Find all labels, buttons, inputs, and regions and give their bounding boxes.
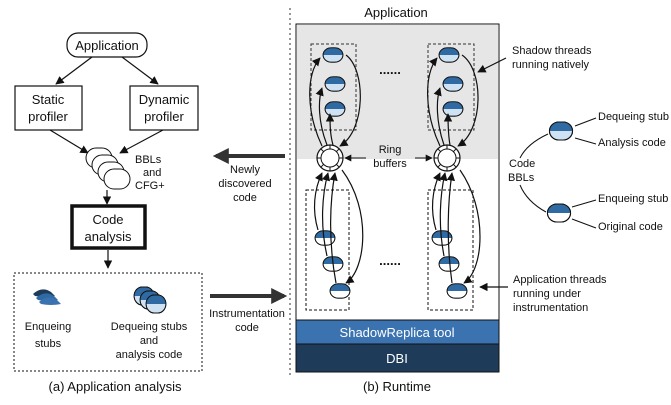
arrow-app-to-static	[55, 56, 93, 85]
svg-text:profiler: profiler	[28, 109, 68, 124]
shadow-flow-arrows-1	[309, 54, 361, 147]
arrow-app-to-dynamic	[121, 56, 159, 85]
svg-text:Static: Static	[32, 92, 65, 107]
analysis-output-box	[13, 272, 203, 372]
app-stub	[329, 283, 351, 299]
legend-code-bbls-label: Code BBLs	[508, 158, 535, 184]
dbi-label: DBI	[386, 351, 408, 366]
caption-b: (b) Runtime	[363, 379, 431, 394]
app-flow-arrows-1	[313, 169, 364, 284]
newly-discovered-label: Newly discovered code	[218, 164, 271, 204]
shadow-stub	[324, 101, 346, 117]
svg-text:Instrumentation: Instrumentation	[209, 308, 285, 320]
svg-text:code: code	[235, 322, 259, 334]
svg-text:Ring: Ring	[379, 144, 402, 156]
svg-text:Application: Application	[75, 38, 139, 53]
legend-enqueing-stub-icon	[546, 203, 572, 223]
shadow-region	[297, 25, 498, 159]
legend-dequeing-stub: Dequeing stub	[598, 111, 669, 123]
code-analysis-box: Code analysis	[70, 204, 147, 250]
svg-text:running under: running under	[513, 288, 581, 300]
svg-text:BBLs: BBLs	[508, 172, 535, 184]
svg-text:analysis code: analysis code	[116, 349, 183, 361]
app-stub	[446, 283, 468, 299]
svg-text:analysis: analysis	[85, 229, 132, 244]
shadowreplica-tool-label: ShadowReplica tool	[340, 325, 455, 340]
svg-text:Enqueing: Enqueing	[25, 321, 72, 333]
app-flow-arrows-2	[431, 169, 481, 284]
shadow-stub	[322, 47, 344, 63]
shadow-stub	[442, 101, 464, 117]
static-profiler-box: Static profiler	[14, 85, 83, 131]
svg-text:discovered: discovered	[218, 178, 271, 190]
ring-buffers-label: Ring buffers	[373, 144, 407, 170]
instrumentation-label: Instrumentation code	[209, 308, 285, 334]
ellipsis-shadow: ......	[379, 62, 401, 77]
app-thread-group-2	[427, 189, 474, 311]
dbi-bar	[295, 343, 500, 373]
svg-text:Dequeing stubs: Dequeing stubs	[111, 321, 188, 333]
shadowreplica-tool-bar	[295, 319, 500, 345]
application-node: Application	[66, 32, 148, 58]
ring-buffer-1	[316, 144, 344, 172]
app-thread-group-1	[305, 189, 350, 311]
legend-leader-lines	[519, 117, 597, 229]
svg-text:code: code	[233, 192, 257, 204]
svg-text:Shadow threads: Shadow threads	[512, 45, 592, 57]
legend-original-code: Original code	[598, 221, 663, 233]
svg-text:running natively: running natively	[512, 59, 590, 71]
svg-text:stubs: stubs	[35, 338, 62, 350]
dequeing-stubs-icon	[133, 286, 167, 314]
svg-text:and: and	[143, 167, 161, 179]
svg-text:Newly: Newly	[230, 164, 260, 176]
svg-text:and: and	[140, 335, 158, 347]
legend-dequeing-stub-icon	[548, 121, 574, 141]
ellipsis-app: ......	[379, 253, 401, 268]
enqueing-stubs-label: Enqueing stubs	[25, 321, 72, 350]
enqueing-stubs-icon	[33, 289, 61, 305]
shadow-threads-label: Shadow threads running natively	[512, 45, 592, 71]
svg-text:instrumentation: instrumentation	[513, 302, 588, 314]
svg-text:CFG+: CFG+	[135, 180, 165, 192]
caption-a: (a) Application analysis	[49, 379, 182, 394]
bbl-stack-icon	[85, 147, 131, 190]
shadow-flow-arrows-2	[427, 54, 479, 147]
dynamic-profiler-box: Dynamic profiler	[129, 85, 199, 131]
svg-text:buffers: buffers	[373, 158, 407, 170]
dequeing-stubs-label: Dequeing stubs and analysis code	[111, 321, 188, 361]
svg-text:BBLs: BBLs	[135, 154, 162, 166]
arrow-dynamic-to-bbls	[119, 129, 164, 154]
legend-enqueing-stub: Enqueing stub	[598, 193, 668, 205]
legend-analysis-code: Analysis code	[598, 137, 666, 149]
arrow-static-to-bbls	[49, 129, 89, 154]
svg-text:profiler: profiler	[144, 109, 184, 124]
ring-buffer-2	[433, 144, 461, 172]
svg-text:Code: Code	[92, 212, 123, 227]
svg-text:Application threads: Application threads	[513, 274, 607, 286]
shadow-stub	[438, 47, 460, 63]
bbls-cfg-label: BBLs and CFG+	[135, 154, 165, 192]
svg-text:Dynamic: Dynamic	[139, 92, 190, 107]
app-threads-label: Application threads running under instru…	[513, 274, 607, 314]
shadow-thread-group-1	[310, 43, 357, 131]
arrow-shadow-threads-label	[477, 57, 507, 73]
runtime-app-title: Application	[364, 5, 428, 20]
svg-text:Code: Code	[509, 158, 535, 170]
